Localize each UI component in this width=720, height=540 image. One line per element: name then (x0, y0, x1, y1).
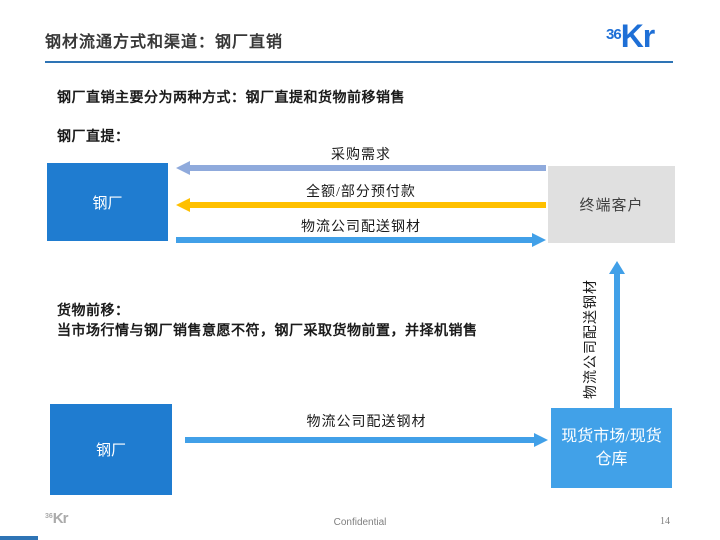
section1-label: 钢厂直提： (57, 130, 130, 145)
page-title: 钢材流通方式和渠道：钢厂直销 (45, 34, 284, 51)
36kr-logo: 36 Kr (606, 18, 656, 54)
footer-logo-kr-text: Kr (52, 510, 69, 527)
arrowhead-left-icon (176, 161, 190, 175)
right-arrow-logistics-delivery (176, 233, 546, 247)
arrow-shaft (614, 274, 620, 408)
diagram2-arrow-label: 物流公司配送钢材 (306, 415, 427, 430)
header-divider (45, 61, 673, 63)
footer-logo-36-text: 36 (45, 513, 53, 520)
arrowhead-right-icon (532, 233, 546, 247)
left-arrow-purchase-demand (176, 161, 546, 175)
left-arrow-prepayment (176, 198, 546, 212)
arrow-shaft (190, 202, 546, 208)
diagram1-end-customer-box: 终端客户 (548, 166, 675, 243)
up-arrow-logistics-delivery (609, 261, 625, 408)
right-arrow-logistics-delivery-2 (185, 433, 548, 447)
diagram2-spot-market-box: 现货市场/现货仓库 (551, 408, 672, 488)
arrowhead-up-icon (609, 261, 625, 274)
vertical-arrow-label: 物流公司配送钢材 (584, 279, 599, 399)
diagram1-steel-mill-box: 钢厂 (47, 163, 168, 241)
arrowhead-left-icon (176, 198, 190, 212)
arrow-label-logistics-delivery: 物流公司配送钢材 (301, 220, 421, 235)
confidential-label: Confidential (333, 517, 387, 528)
footer-36kr-logo: 36 Kr (45, 510, 69, 527)
corner-accent-bar (0, 536, 38, 540)
arrow-shaft (185, 437, 534, 443)
page-number: 14 (660, 516, 670, 527)
arrow-label-purchase-demand: 采购需求 (331, 148, 391, 163)
section2-label: 货物前移： (57, 304, 130, 319)
arrow-shaft (176, 237, 532, 243)
intro-line: 钢厂直销主要分为两种方式：钢厂直提和货物前移销售 (57, 91, 405, 106)
section2-description: 当市场行情与钢厂销售意愿不符，钢厂采取货物前置，并择机销售 (57, 324, 478, 339)
logo-kr-text: Kr (620, 18, 656, 54)
arrowhead-right-icon (534, 433, 548, 447)
diagram2-steel-mill-box: 钢厂 (50, 404, 172, 495)
arrow-shaft (190, 165, 546, 171)
logo-36-text: 36 (606, 26, 622, 43)
arrow-label-prepayment: 全额/部分预付款 (306, 185, 416, 200)
